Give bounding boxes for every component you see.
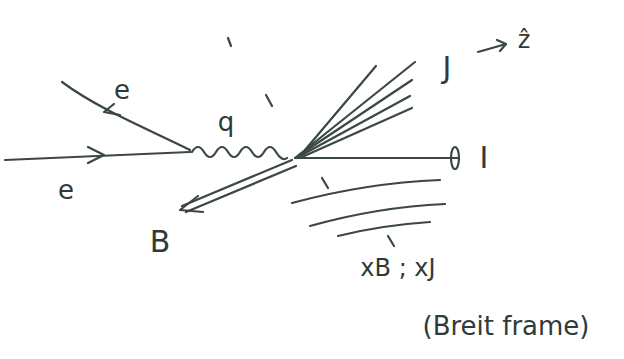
arrowhead — [180, 196, 203, 212]
jet-label: J — [443, 53, 452, 83]
arrowhead — [104, 104, 120, 115]
target-line — [295, 157, 458, 159]
jet-line — [305, 66, 376, 150]
arrowhead — [88, 147, 104, 163]
target-ellipse — [451, 147, 459, 169]
variable-label: xB ; xJ — [360, 256, 435, 280]
beam-label: B — [150, 227, 171, 257]
dash — [266, 95, 272, 106]
target-label: I — [480, 143, 489, 173]
remnant-line — [338, 222, 430, 236]
arrowhead — [497, 40, 506, 51]
dash — [322, 178, 328, 188]
electron-label: e — [58, 177, 74, 203]
dash — [228, 38, 231, 46]
jet-line — [300, 96, 410, 156]
photon-line — [192, 147, 287, 159]
frame-label: (Breit frame) — [422, 313, 589, 339]
remnant-line — [292, 180, 440, 203]
jet-line — [295, 62, 415, 158]
b-line — [186, 166, 296, 212]
dash — [388, 236, 394, 246]
axis-label: ẑ — [518, 28, 531, 52]
electron-label: e — [114, 77, 130, 103]
photon-label: q — [218, 109, 235, 135]
b-line — [182, 160, 292, 206]
